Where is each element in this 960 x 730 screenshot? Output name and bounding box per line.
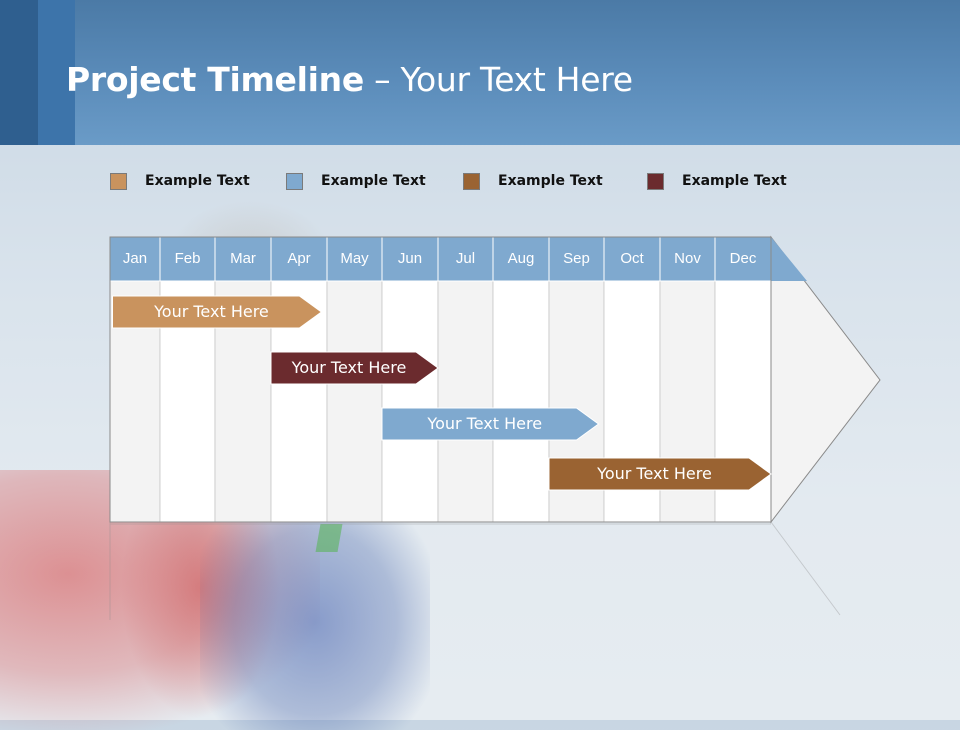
month-label-feb: Feb [174, 250, 201, 267]
header-accent-strip-light [38, 0, 75, 145]
legend-label: Example Text [145, 173, 250, 189]
task-bar-2 [270, 351, 439, 385]
timeline-month-cell [159, 236, 216, 282]
task-bar-label: Your Text Here [597, 464, 712, 483]
timeline-frame [109, 236, 772, 523]
month-label-may: May [340, 250, 369, 267]
slide-title: Project Timeline – Your Text Here [66, 60, 633, 99]
month-label-jun: Jun [397, 250, 423, 267]
month-label-dec: Dec [729, 250, 757, 267]
legend-item-1: Example Text [110, 171, 250, 191]
reflection-line [770, 521, 841, 616]
timeline-column [381, 280, 439, 523]
task-bar-4 [548, 457, 772, 491]
timeline-column [492, 280, 550, 523]
task-bar-label: Your Text Here [291, 358, 407, 377]
legend-swatch [647, 172, 664, 190]
month-label-sep: Sep [563, 250, 590, 267]
month-label-jan: Jan [122, 250, 148, 267]
timeline-column [437, 280, 494, 523]
timeline-month-cell [603, 236, 661, 282]
legend-label: Example Text [498, 173, 603, 189]
timeline-reflection [109, 521, 841, 620]
header-accent-strip [0, 0, 38, 145]
legend-label: Example Text [321, 173, 426, 189]
legend-item-3: Example Text [463, 171, 603, 191]
month-label-jul: Jul [455, 250, 476, 267]
task-bar-label: Your Text Here [154, 302, 269, 321]
legend-swatch [110, 172, 127, 190]
month-label-mar: Mar [230, 250, 256, 267]
timeline-month-cell [437, 236, 494, 282]
slide-header: Project Timeline – Your Text Here [0, 0, 960, 145]
month-label-nov: Nov [674, 250, 701, 267]
task-bar-3 [381, 407, 600, 441]
month-label-apr: Apr [287, 250, 311, 267]
slide-title-rest: – Your Text Here [363, 60, 633, 99]
timeline-month-cell [270, 236, 328, 282]
legend-swatch [286, 172, 303, 190]
background-photo-figure [200, 490, 430, 730]
month-label-aug: Aug [507, 250, 535, 267]
month-label-oct: Oct [620, 250, 644, 267]
timeline-column [326, 280, 383, 523]
task-bar-1 [112, 295, 323, 329]
timeline-month-cell [714, 236, 772, 282]
task-bar-label: Your Text Here [427, 414, 543, 433]
legend-swatch [463, 172, 480, 190]
legend-item-4: Example Text [647, 171, 787, 191]
timeline-arrow-header [771, 237, 807, 281]
legend-label: Example Text [682, 173, 787, 189]
timeline-month-cell [109, 236, 161, 282]
timeline-month-cell [659, 236, 716, 282]
legend-item-2: Example Text [286, 171, 426, 191]
slide-title-bold: Project Timeline [66, 60, 364, 99]
